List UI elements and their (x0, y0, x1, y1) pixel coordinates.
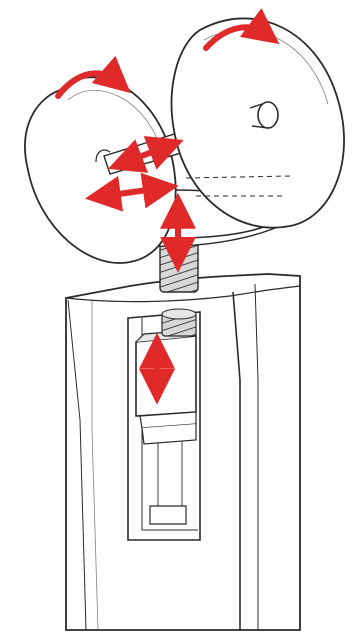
sliding-block (136, 330, 196, 444)
right-disc (172, 18, 344, 227)
left-disc (25, 77, 176, 263)
